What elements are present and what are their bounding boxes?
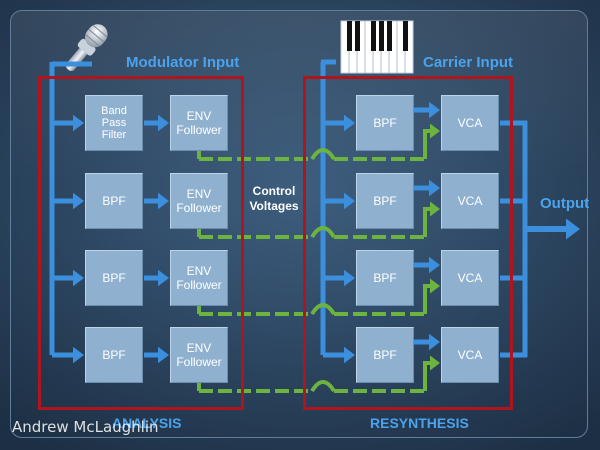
vca-3: VCA: [441, 250, 499, 306]
control-voltage-lines: [197, 123, 440, 393]
carrier-branch-arrow: [344, 192, 355, 210]
filter-to-follower-arrow: [158, 114, 169, 132]
filter-to-vca-arrow: [429, 256, 440, 274]
output-label: Output: [540, 195, 590, 212]
analysis-label: ANALYSIS: [112, 415, 182, 431]
modulator-branch-arrow: [73, 346, 84, 364]
cv-bridge-arc: [310, 226, 336, 239]
vca-2: VCA: [441, 173, 499, 229]
carrier-input-label: Carrier Input: [423, 54, 514, 71]
cv-bridge-arc: [310, 380, 336, 393]
cv-arrow: [430, 123, 440, 139]
microphone-icon: [65, 24, 108, 72]
piano-black-key: [347, 21, 352, 51]
carrier-branch-arrow: [344, 346, 355, 364]
author-credit: Andrew McLaughlin: [12, 418, 159, 436]
control-voltages-label: Control Voltages: [249, 184, 299, 213]
piano-keyboard-icon: [340, 20, 414, 74]
cv-bridge-arc: [310, 303, 336, 316]
analysis-filter-2: BPF: [85, 173, 143, 229]
analysis-filter-3: BPF: [85, 250, 143, 306]
modulator-input-label: Modulator Input: [126, 54, 240, 71]
cv-arrow: [430, 278, 440, 294]
env-follower-4: ENV Follower: [170, 327, 228, 383]
env-follower-2: ENV Follower: [170, 173, 228, 229]
filter-to-follower-arrow: [158, 346, 169, 364]
piano-black-key: [355, 21, 360, 51]
carrier-filter-3: BPF: [356, 250, 414, 306]
modulator-branch-arrow: [73, 114, 84, 132]
resynthesis-label: RESYNTHESIS: [370, 415, 469, 431]
resynthesis-section: [303, 76, 513, 410]
carrier-filter-1: BPF: [356, 95, 414, 151]
carrier-branch-arrow: [344, 269, 355, 287]
filter-to-vca-arrow: [429, 101, 440, 119]
analysis-filter-4: BPF: [85, 327, 143, 383]
piano-black-key: [387, 21, 392, 51]
filter-to-vca-arrow: [429, 179, 440, 197]
modulator-branch-arrow: [73, 269, 84, 287]
cv-arrow: [430, 355, 440, 371]
analysis-filter-1: Band Pass Filter: [85, 95, 143, 151]
env-follower-3: ENV Follower: [170, 250, 228, 306]
cv-arrow: [430, 201, 440, 217]
modulator-branch-arrow: [73, 192, 84, 210]
piano-black-key: [403, 21, 408, 51]
carrier-branch-arrow: [344, 114, 355, 132]
carrier-filter-2: BPF: [356, 173, 414, 229]
vca-4: VCA: [441, 327, 499, 383]
output-bus: [500, 120, 580, 358]
vca-1: VCA: [441, 95, 499, 151]
filter-to-follower-arrow: [158, 192, 169, 210]
filter-to-follower-arrow: [158, 269, 169, 287]
carrier-filter-4: BPF: [356, 327, 414, 383]
cv-bridge-arc: [310, 148, 336, 161]
output-arrow: [566, 218, 580, 240]
analysis-section: [38, 76, 244, 410]
modulator-flow: [49, 61, 169, 364]
filter-to-vca-arrow: [429, 333, 440, 351]
env-follower-1: ENV Follower: [170, 95, 228, 151]
carrier-flow: [320, 59, 440, 364]
piano-black-key: [379, 21, 384, 51]
piano-black-key: [371, 21, 376, 51]
